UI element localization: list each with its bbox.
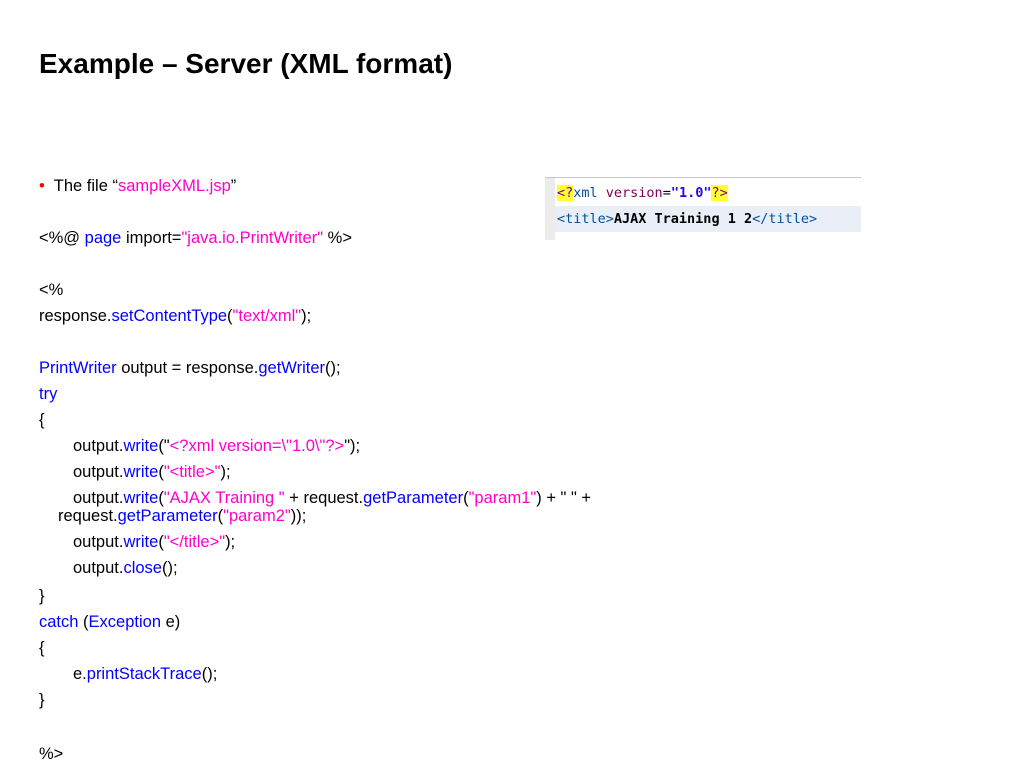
- code-line-print-stack-trace: e.printStackTrace();: [73, 665, 218, 683]
- code-line-brace-close-2: }: [39, 691, 45, 709]
- code-line-write-3-cont: request.getParameter("param2"));: [58, 507, 307, 525]
- xml-output-preview: <?xml version="1.0"?> <title>AJAX Traini…: [545, 177, 861, 240]
- code-line-write-4: output.write("</title>");: [73, 533, 236, 551]
- code-line-close: output.close();: [73, 559, 178, 577]
- bullet-line: •The file “sampleXML.jsp”: [39, 177, 237, 195]
- code-line-printwriter: PrintWriter output = response.getWriter(…: [39, 359, 341, 377]
- bullet-icon: •: [39, 177, 45, 195]
- code-line-scriptlet-close: %>: [39, 745, 64, 763]
- xml-title-line: <title>AJAX Training 1 2</title>: [555, 206, 861, 232]
- xml-declaration-line: <?xml version="1.0"?>: [557, 185, 728, 201]
- code-line-scriptlet-open: <%: [39, 281, 64, 299]
- code-line-catch: catch (Exception e): [39, 613, 181, 631]
- code-line-try: try: [39, 385, 58, 403]
- code-line-brace-open-2: {: [39, 639, 45, 657]
- code-line-write-3: output.write("AJAX Training " + request.…: [73, 489, 592, 507]
- code-line-content-type: response.setContentType("text/xml");: [39, 307, 312, 325]
- code-line-brace-close: }: [39, 587, 45, 605]
- code-line-directive: <%@ page import="java.io.PrintWriter" %>: [39, 229, 352, 247]
- code-line-write-2: output.write("<title>");: [73, 463, 231, 481]
- editor-gutter: [545, 178, 555, 240]
- code-line-write-1: output.write("<?xml version=\"1.0\"?>");: [73, 437, 361, 455]
- slide-title: Example – Server (XML format): [39, 48, 453, 79]
- filename: sampleXML.jsp: [117, 177, 231, 195]
- code-line-brace-open: {: [39, 411, 45, 429]
